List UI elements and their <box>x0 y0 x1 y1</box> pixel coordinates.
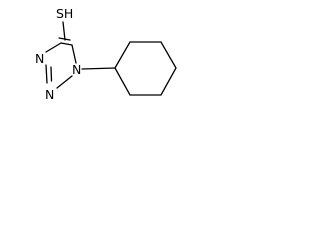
bond-n1-n2 <box>56 75 73 89</box>
nitrogen-label-n2: N <box>45 87 54 102</box>
cyclohexane-ring <box>114 41 177 96</box>
bond-n1-cyclohexyl <box>81 67 116 70</box>
double-bond-inner-n2-n3 <box>50 66 53 82</box>
nitrogen-label-n1: N <box>72 62 81 77</box>
bond-c5-n1 <box>71 44 77 64</box>
bond-c5-s <box>62 21 66 41</box>
structure-drawing: SH N N N N <box>35 6 177 102</box>
thiol-label: SH <box>56 6 73 21</box>
tetrazole-ring <box>45 37 77 89</box>
bond-n4-c5 <box>60 42 73 46</box>
bond-n3-n4 <box>45 42 62 53</box>
bond-n2-n3 <box>45 64 48 84</box>
nitrogen-label-n3: N <box>35 51 44 66</box>
